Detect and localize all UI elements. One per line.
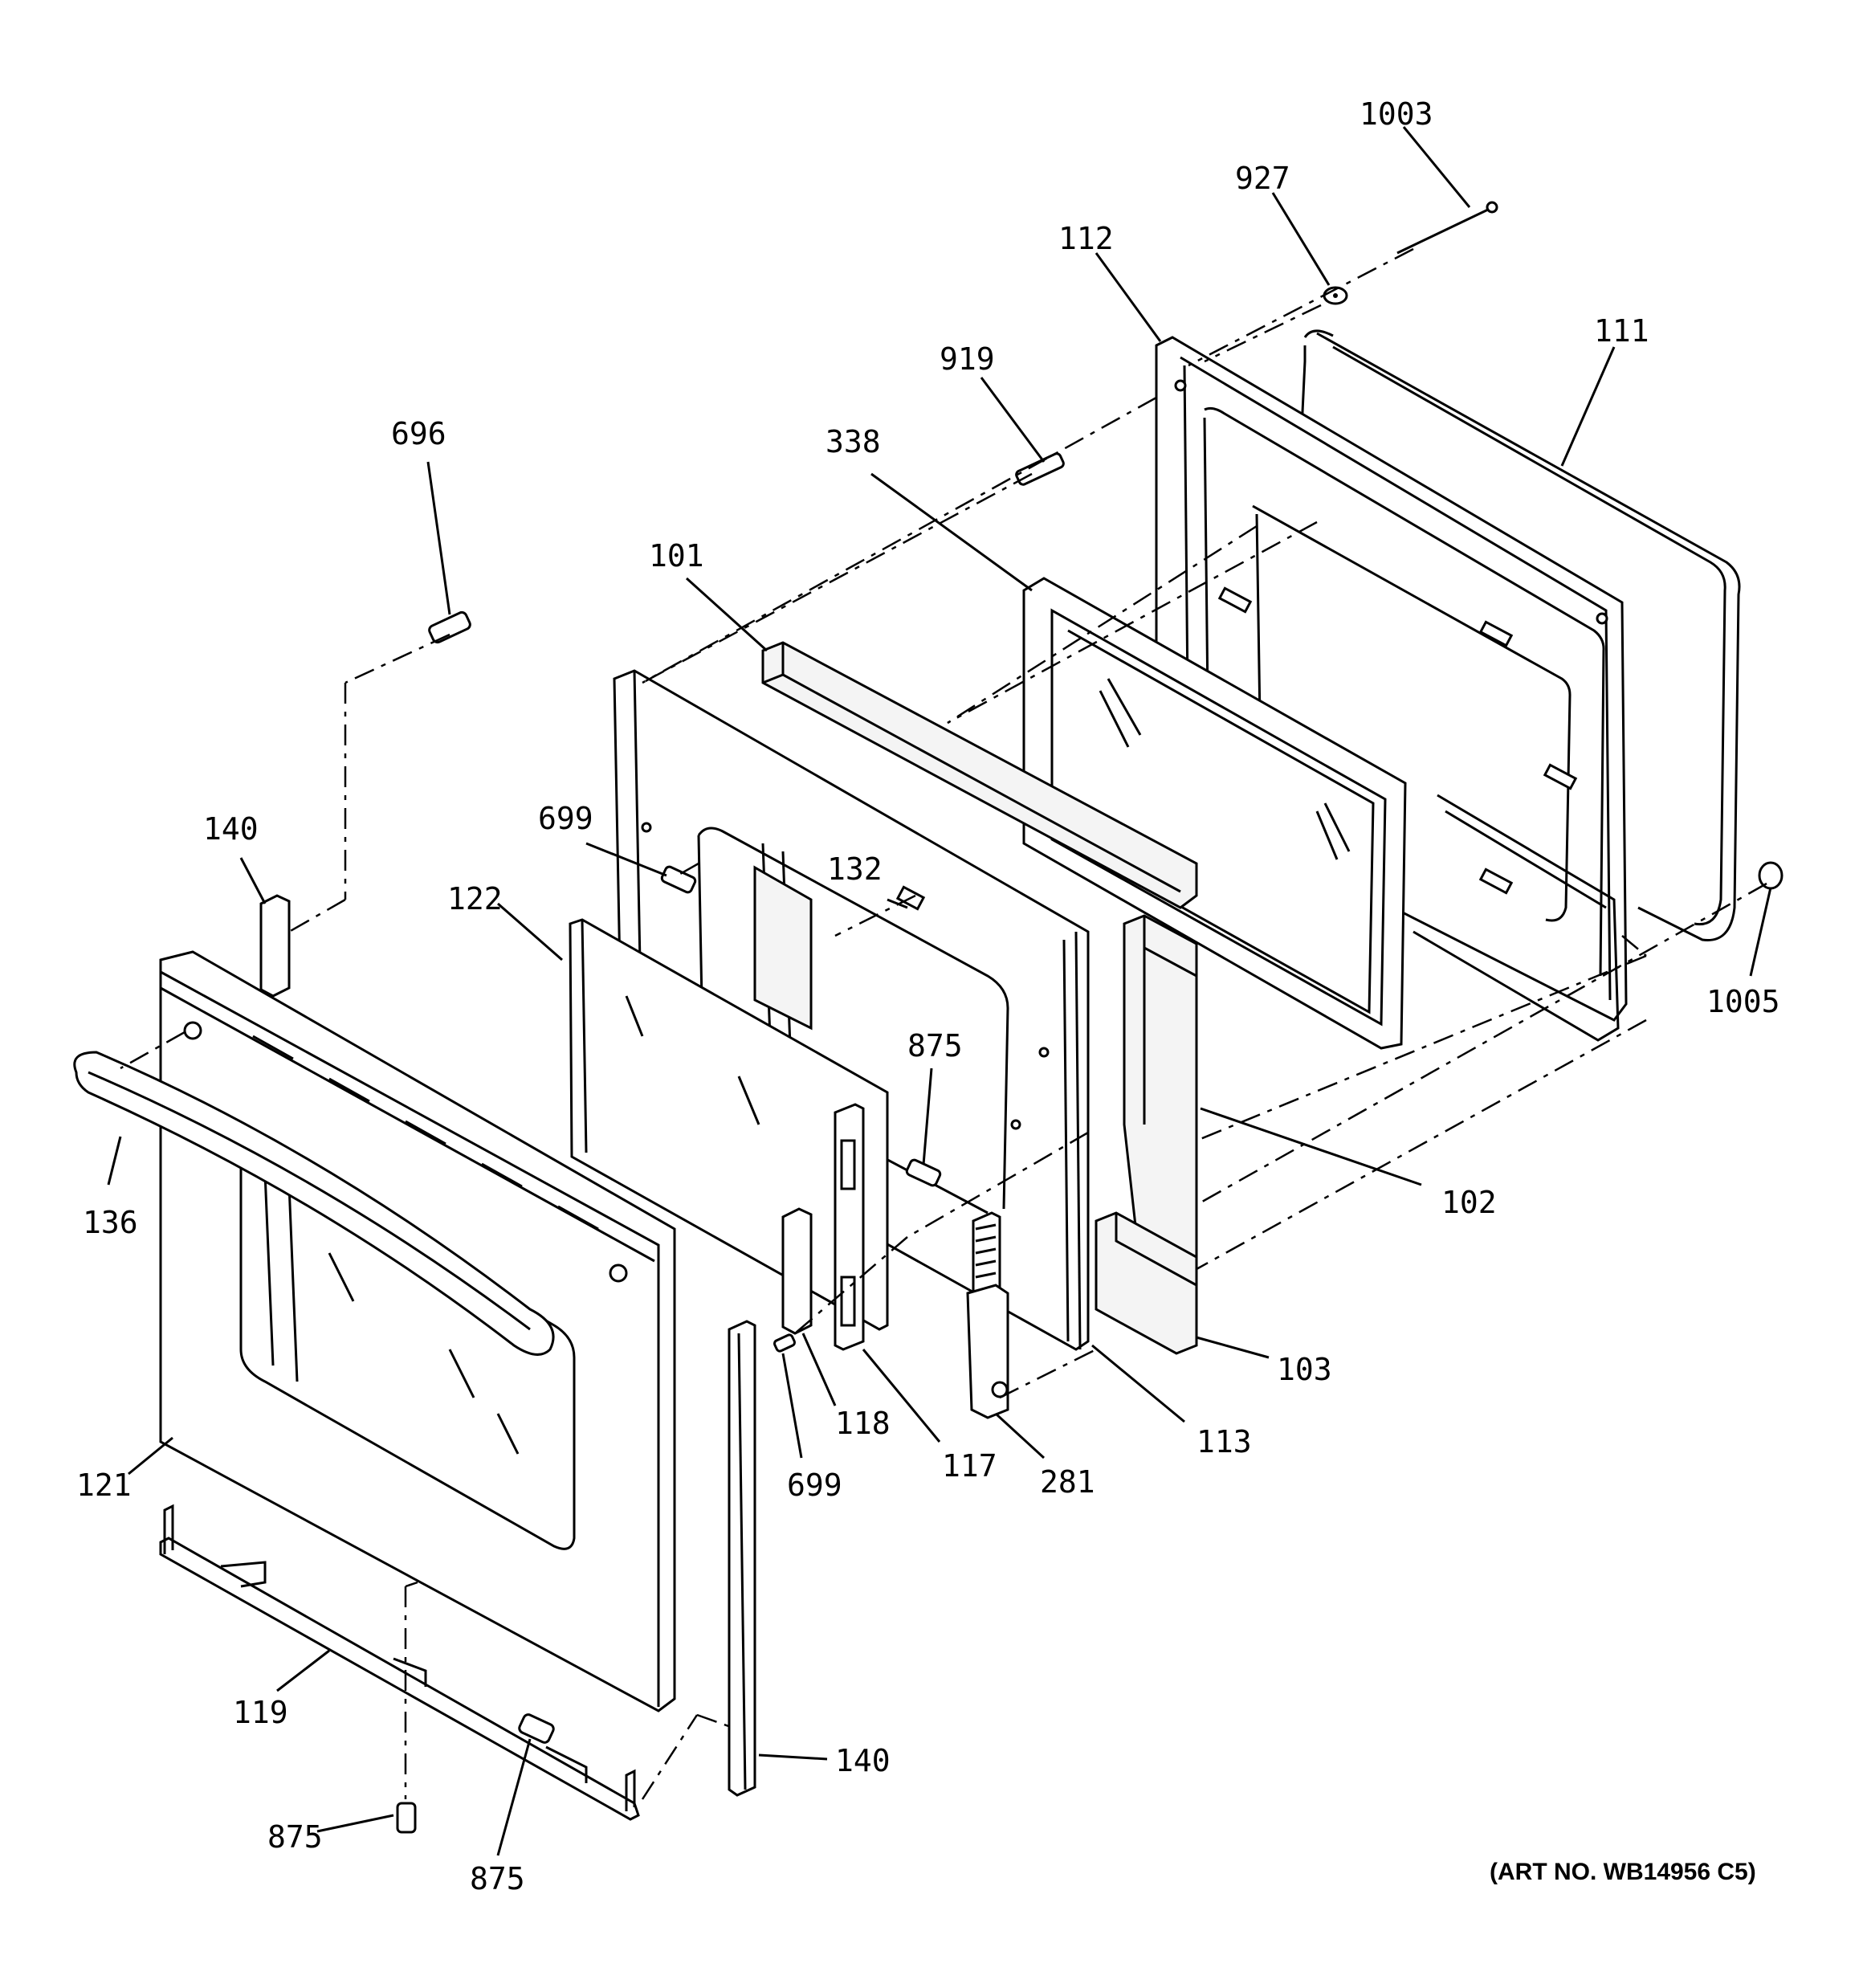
- assembly-lines: [120, 247, 1767, 1800]
- label-696: 696: [391, 416, 446, 451]
- screw-696: [428, 610, 471, 644]
- screw-875-c: [518, 1713, 555, 1744]
- label-111: 111: [1594, 313, 1649, 349]
- window-pack-338: [1022, 577, 1407, 1050]
- screw-1003: [1396, 201, 1498, 255]
- art-number: (ART NO. WB14956 C5): [1490, 1859, 1756, 1885]
- label-122: 122: [447, 881, 503, 916]
- label-132: 132: [827, 851, 883, 887]
- part-labels: 1003 927 112 111 919 338 696 101 699 132…: [76, 96, 1780, 1896]
- hinge-bracket-117: [834, 1103, 865, 1351]
- label-102: 102: [1441, 1185, 1497, 1220]
- label-117: 117: [942, 1448, 997, 1484]
- label-101: 101: [649, 538, 704, 574]
- label-699-bottom: 699: [787, 1468, 842, 1503]
- label-112: 112: [1058, 221, 1114, 256]
- label-927: 927: [1235, 161, 1290, 196]
- label-140-top: 140: [203, 811, 259, 847]
- label-113: 113: [1196, 1424, 1252, 1459]
- label-875-right: 875: [907, 1028, 963, 1063]
- side-trim-140-top: [259, 894, 291, 998]
- handle-136: [73, 1051, 555, 1356]
- label-338: 338: [826, 424, 881, 459]
- label-875-bottom: 875: [470, 1861, 525, 1896]
- bottom-trim-119: [159, 1504, 640, 1821]
- label-136: 136: [83, 1205, 138, 1240]
- screw-699-b: [773, 1333, 797, 1353]
- label-1005: 1005: [1706, 984, 1780, 1019]
- screw-875-b: [396, 1802, 417, 1834]
- label-875-left: 875: [267, 1819, 323, 1855]
- hinge-281: [966, 1211, 1009, 1419]
- label-699-top: 699: [538, 801, 593, 836]
- label-118: 118: [835, 1406, 891, 1441]
- label-140-bottom: 140: [835, 1743, 891, 1778]
- hinge-bracket-118: [781, 1207, 813, 1335]
- outer-door-panel-121: [159, 950, 676, 1712]
- door-inner-liner-112: [1155, 336, 1628, 1042]
- side-trim-140-bottom: [728, 1320, 756, 1797]
- leader-lines: [107, 126, 1772, 1856]
- insulation-bottom-103: [1095, 1211, 1198, 1355]
- label-919: 919: [940, 341, 995, 377]
- label-1003: 1003: [1360, 96, 1433, 132]
- label-121: 121: [76, 1468, 132, 1503]
- screw-1005: [1758, 861, 1784, 890]
- screw-875-a: [905, 1158, 942, 1187]
- insulation-top-101: [761, 641, 1198, 909]
- label-103: 103: [1277, 1352, 1332, 1387]
- inner-door-panel-113: [613, 669, 1090, 1351]
- label-119: 119: [233, 1695, 288, 1730]
- label-281: 281: [1040, 1464, 1095, 1500]
